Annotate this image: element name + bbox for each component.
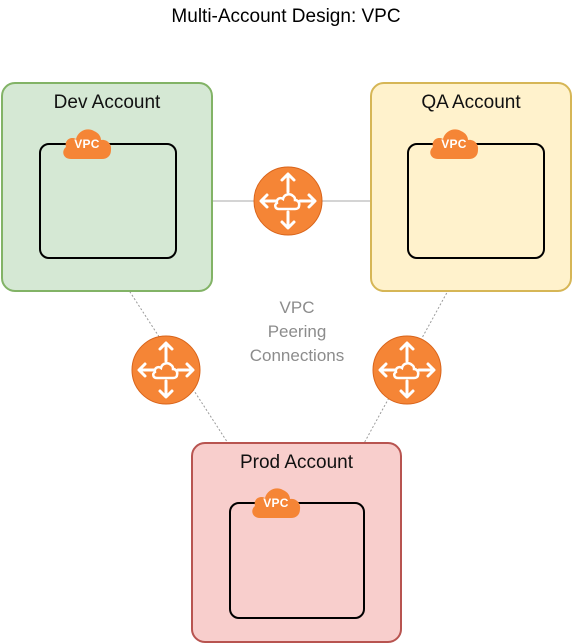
qa-vpc-badge: VPC bbox=[428, 125, 480, 161]
peering-label-line-2: Peering bbox=[267, 322, 327, 341]
dev-vpc-badge: VPC bbox=[61, 125, 113, 161]
prod-account[interactable]: Prod Account bbox=[191, 442, 402, 643]
peering-router-qa-prod[interactable] bbox=[371, 334, 443, 406]
peering-label-line-1: VPC bbox=[279, 298, 315, 317]
peering-router-dev-qa[interactable] bbox=[252, 165, 324, 237]
diagram-title: Multi-Account Design: VPC bbox=[171, 6, 401, 27]
peering-connections-label: VPC Peering Connections bbox=[222, 296, 372, 368]
peering-label-line-3: Connections bbox=[249, 346, 345, 365]
prod-vpc-badge: VPC bbox=[250, 484, 302, 520]
vpc-peering-router-icon bbox=[253, 166, 323, 236]
dev-vpc-label: VPC bbox=[74, 137, 100, 151]
dev-account-label: Dev Account bbox=[53, 92, 161, 113]
qa-vpc-label: VPC bbox=[441, 137, 467, 151]
qa-account-label: QA Account bbox=[421, 92, 521, 113]
peering-router-dev-prod[interactable] bbox=[130, 334, 202, 406]
vpc-peering-router-icon bbox=[131, 335, 201, 405]
vpc-peering-router-icon bbox=[372, 335, 442, 405]
vpc-cloud-icon bbox=[252, 488, 301, 518]
vpc-cloud-icon bbox=[63, 129, 112, 159]
prod-vpc-label: VPC bbox=[263, 496, 289, 510]
prod-account-label: Prod Account bbox=[239, 452, 354, 473]
vpc-cloud-icon bbox=[430, 129, 479, 159]
